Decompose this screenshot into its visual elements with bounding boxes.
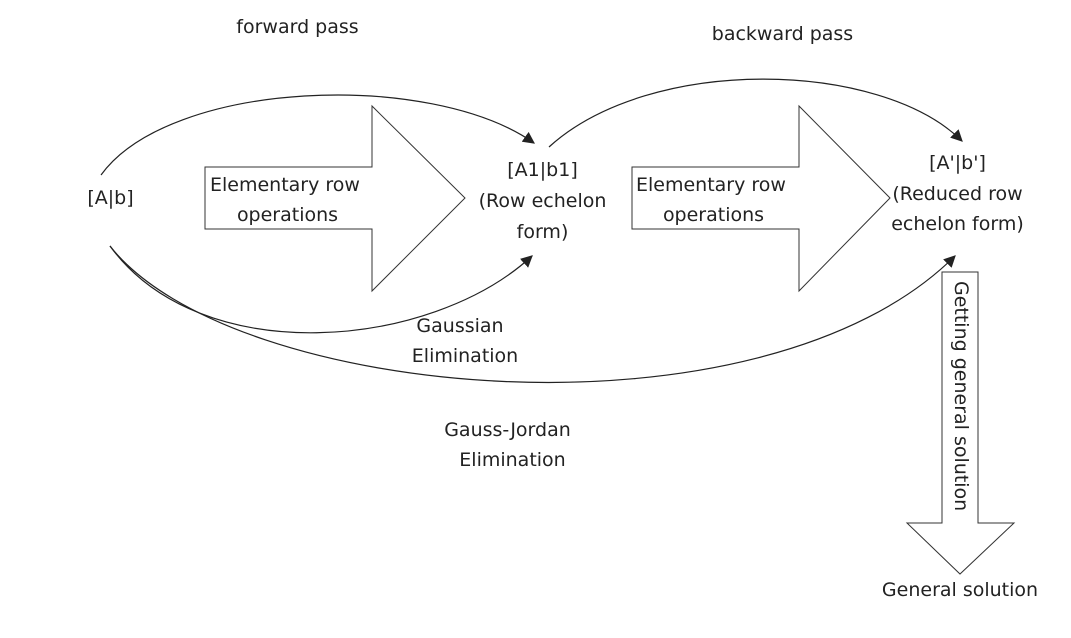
matrix-ab-label: [A|b]	[87, 187, 134, 209]
gaussian-curve	[109, 245, 533, 334]
block-arrow-2	[631, 104, 891, 293]
ero-1-line2: operations	[236, 204, 339, 226]
ero-1-line1: Elementary row	[210, 174, 360, 196]
form-label: form)	[516, 221, 569, 243]
gauss-jordan-curve	[109, 245, 956, 383]
gaussian-label: Gaussian	[416, 315, 504, 337]
ero-2-line2: operations	[662, 204, 765, 226]
forward-pass-curve	[100, 94, 535, 176]
reduced-row-label: (Reduced row	[892, 183, 1023, 205]
echelon-form-label: echelon form)	[891, 213, 1024, 235]
forward-pass-label: forward pass	[236, 16, 359, 38]
matrix-a1b1-label: [A1|b1]	[507, 159, 578, 181]
general-solution-label: General solution	[881, 579, 1039, 601]
gauss-jordan-label: Gauss-Jordan	[444, 419, 571, 441]
block-arrow-1	[204, 104, 466, 293]
matrix-aprime-label: [A'|b']	[929, 152, 986, 174]
backward-pass-label: backward pass	[711, 23, 854, 45]
getting-general-solution-label: Getting general solution	[950, 281, 972, 512]
block-arrow-down	[905, 271, 1016, 575]
backward-pass-curve	[548, 78, 963, 148]
row-echelon-label: (Row echelon	[478, 190, 607, 212]
elimination-label: Elimination	[411, 345, 519, 367]
ero-2-line1: Elementary row	[636, 174, 786, 196]
gauss-jordan-elimination-label: Elimination	[459, 449, 566, 471]
